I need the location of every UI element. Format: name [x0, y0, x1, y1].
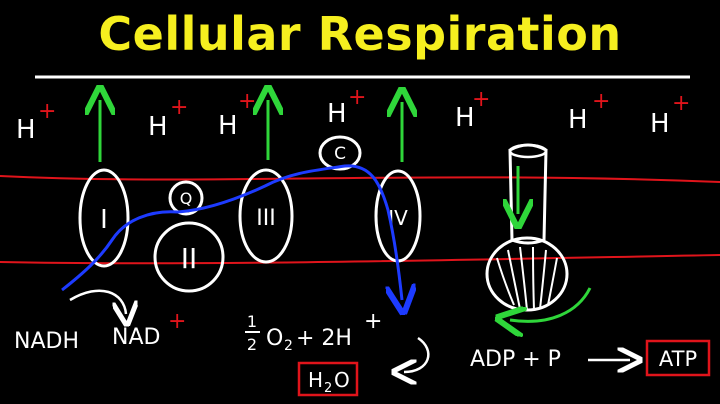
proton-4: H +	[327, 85, 366, 129]
atp-box	[645, 339, 711, 377]
half-denominator: 2	[247, 335, 257, 354]
nad-label: NAD	[112, 325, 160, 350]
svg-text:+: +	[170, 95, 188, 120]
svg-text:+: +	[592, 89, 610, 114]
proton-7: H +	[650, 91, 690, 139]
proton-5: H +	[455, 87, 490, 133]
proton-2: H +	[148, 95, 188, 142]
proton-3: H +	[218, 89, 256, 141]
half-numerator: 1	[247, 312, 257, 331]
svg-text:+: +	[238, 89, 256, 114]
svg-text:H: H	[650, 109, 670, 139]
svg-text:H: H	[455, 103, 475, 133]
nadh-to-nad-arrow	[69, 289, 126, 314]
cytochrome-c-label: C	[334, 144, 346, 164]
nad-charge: +	[168, 309, 186, 334]
oxygen-subscript: 2	[284, 338, 293, 354]
cytochrome-c-shape	[318, 135, 362, 171]
nadh-label: NADH	[14, 329, 79, 354]
membrane-outer-line	[0, 175, 720, 183]
ubiquinone-label: Q	[180, 189, 193, 208]
svg-text:H: H	[148, 112, 168, 142]
complex-3-label: III	[256, 206, 275, 231]
atp-label: ATP	[659, 347, 697, 371]
svg-text:+: +	[472, 87, 490, 112]
svg-text:+: +	[38, 99, 56, 124]
complex-4-label: IV	[388, 206, 408, 230]
ubiquinone-shape	[168, 180, 204, 216]
proton-1: H +	[16, 99, 56, 145]
complex-3-shape	[238, 168, 294, 264]
svg-text:H: H	[327, 99, 347, 129]
water-formation-arrow	[404, 336, 430, 372]
complex-2-shape	[153, 221, 225, 293]
complex-2-label: II	[181, 242, 198, 275]
water-h: H	[308, 368, 323, 392]
rotation-arrow	[510, 287, 592, 321]
svg-text:H: H	[218, 111, 238, 141]
atp-synthase-stalk	[508, 143, 548, 245]
svg-text:+: +	[348, 85, 366, 110]
atp-synthase-ridges	[496, 246, 558, 311]
h-plus-charge: +	[364, 309, 382, 334]
complex-1-label: I	[100, 205, 108, 235]
oxygen-reaction: 1 2 O 2 + 2H +	[245, 309, 382, 354]
complex-1-shape	[78, 168, 130, 268]
proton-6: H +	[568, 89, 610, 135]
svg-text:H: H	[16, 115, 36, 145]
svg-text:+: +	[672, 91, 690, 116]
electron-transport-path	[61, 164, 402, 300]
water-box	[297, 361, 359, 397]
oxygen-symbol: O	[266, 326, 283, 351]
atp-synthase-stalk-top	[508, 143, 548, 159]
atp-synthase	[485, 143, 592, 321]
membrane-inner-line	[0, 254, 720, 265]
water-o: O	[334, 368, 350, 392]
page-title: Cellular Respiration	[98, 7, 622, 61]
svg-text:H: H	[568, 105, 588, 135]
adp-p-label: ADP + P	[470, 347, 561, 372]
water-subscript: 2	[324, 381, 332, 396]
plus-two-h: + 2H	[296, 326, 352, 351]
